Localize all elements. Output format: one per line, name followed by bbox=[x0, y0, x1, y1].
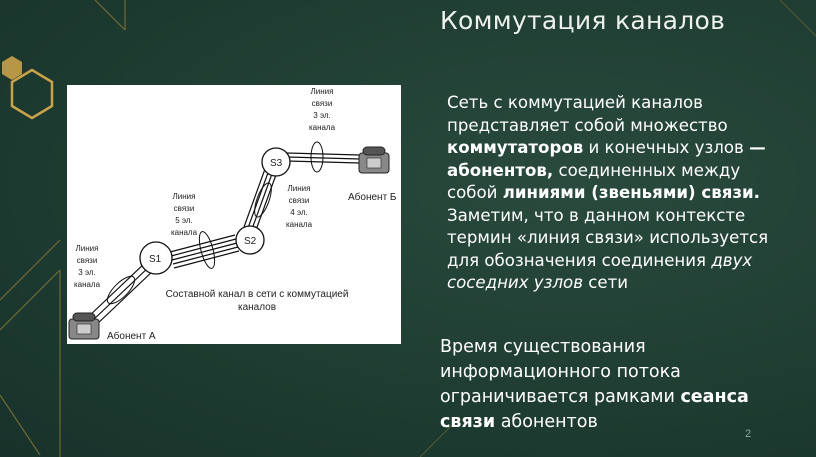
svg-text:связи: связи bbox=[289, 196, 310, 205]
network-diagram: S1 S2 S3 Линия связи 3 эл. канала Линия … bbox=[67, 85, 401, 344]
node-s2-label: S2 bbox=[244, 236, 257, 247]
link-s2-s3 bbox=[243, 168, 278, 231]
node-s3 bbox=[261, 147, 291, 177]
svg-text:связи: связи bbox=[312, 99, 333, 108]
paragraph-definition: Сеть с коммутацией каналов представляет … bbox=[447, 93, 769, 292]
subscriber-a-label: Абонент А bbox=[107, 330, 156, 342]
svg-text:Линия: Линия bbox=[288, 184, 311, 193]
telephone-b-icon bbox=[358, 146, 390, 174]
page-number: 2 bbox=[745, 428, 752, 440]
svg-text:канала: канала bbox=[309, 123, 336, 132]
hexagon-filled-icon bbox=[2, 56, 22, 80]
label-line-s2s3: Линия связи 4 эл. канала bbox=[286, 184, 313, 229]
svg-text:5 эл.: 5 эл. bbox=[175, 216, 192, 225]
telephone-a-icon bbox=[68, 312, 100, 340]
svg-text:Составной канал в сети с комму: Составной канал в сети с коммутацией bbox=[166, 289, 349, 300]
node-s1 bbox=[139, 241, 173, 275]
label-line-b: Линия связи 3 эл. канала bbox=[309, 87, 336, 132]
svg-text:связи: связи bbox=[77, 256, 98, 265]
label-line-s1s2: Линия связи 5 эл. канала bbox=[171, 192, 198, 237]
hexagon-outline-icon bbox=[10, 68, 54, 120]
svg-text:Линия: Линия bbox=[311, 87, 334, 96]
paragraph-session: Время существования информационного пото… bbox=[440, 337, 749, 432]
svg-text:3 эл.: 3 эл. bbox=[78, 268, 95, 277]
svg-text:4 эл.: 4 эл. bbox=[290, 208, 307, 217]
svg-text:Линия: Линия bbox=[173, 192, 196, 201]
svg-text:связи: связи bbox=[174, 204, 195, 213]
svg-text:канала: канала bbox=[286, 220, 313, 229]
svg-text:3 эл.: 3 эл. bbox=[313, 111, 330, 120]
node-s1-label: S1 bbox=[149, 254, 162, 265]
svg-text:каналов: каналов bbox=[238, 302, 276, 313]
svg-text:Линия: Линия bbox=[76, 244, 99, 253]
subscriber-b-label: Абонент Б bbox=[348, 191, 397, 203]
slide-title: Коммутация каналов bbox=[440, 6, 726, 35]
node-s3-label: S3 bbox=[270, 158, 283, 169]
link-a-s1 bbox=[86, 260, 156, 327]
link-s3-b bbox=[286, 152, 361, 164]
svg-text:канала: канала bbox=[171, 228, 198, 237]
svg-text:канала: канала bbox=[74, 280, 101, 289]
label-line-a: Линия связи 3 эл. канала bbox=[74, 244, 101, 289]
node-s2 bbox=[235, 225, 265, 255]
diagram-caption: Составной канал в сети с коммутацией кан… bbox=[166, 289, 349, 313]
link-s1-s2 bbox=[169, 234, 240, 269]
